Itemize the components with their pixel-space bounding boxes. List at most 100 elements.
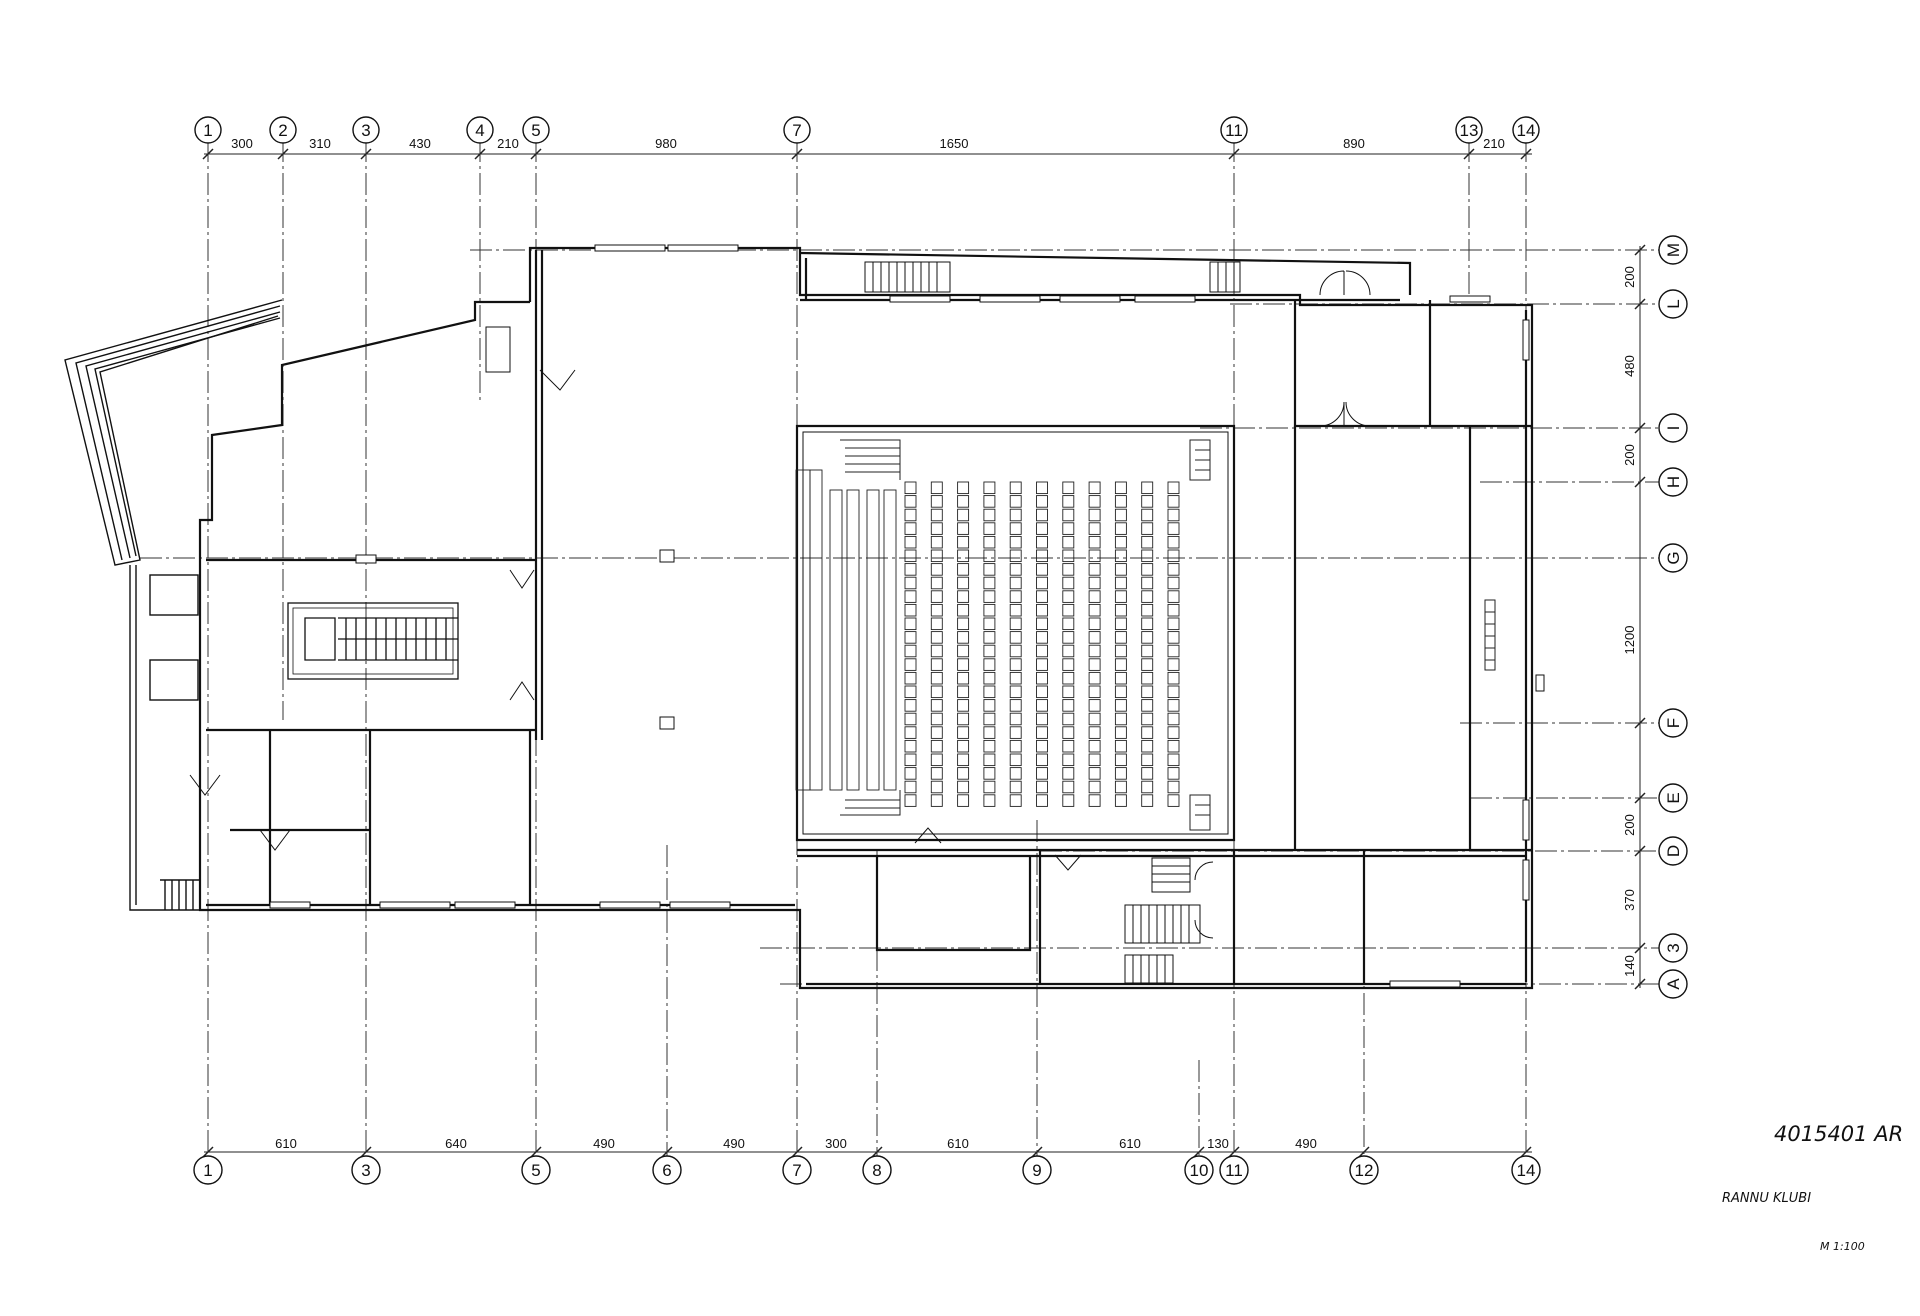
seat [1036, 522, 1048, 535]
grid-bubble-bottom-8: 8 [872, 1161, 881, 1180]
seat [1114, 590, 1127, 603]
seat [1141, 576, 1154, 590]
seat [930, 685, 943, 699]
dim-top-3: 430 [409, 136, 431, 151]
seat [1088, 794, 1101, 807]
seat [1114, 767, 1127, 780]
seat [957, 535, 970, 549]
auditorium-details [840, 439, 1496, 831]
dim-right-4: 1200 [1622, 626, 1637, 655]
seat [930, 794, 943, 807]
seat [1088, 535, 1101, 549]
seat [1167, 726, 1180, 739]
dim-top-5: 980 [655, 136, 677, 151]
seat [1009, 631, 1022, 644]
seat [904, 699, 917, 712]
seat [1088, 590, 1101, 603]
seat [1009, 794, 1022, 807]
seat [1009, 712, 1022, 726]
seat [1167, 712, 1180, 726]
dim-bottom-3: 490 [593, 1136, 615, 1151]
seat [1062, 508, 1075, 522]
seat [1088, 603, 1101, 617]
seat [904, 658, 917, 671]
seat [1062, 794, 1075, 807]
seat [1088, 671, 1101, 685]
grid-bubble-top-7: 7 [792, 121, 801, 140]
dim-bottom-1: 610 [275, 1136, 297, 1151]
seat [1114, 644, 1127, 658]
seat [1062, 753, 1075, 767]
seat [1141, 617, 1154, 631]
windows [269, 244, 1530, 988]
seat [1141, 495, 1154, 508]
seat [1009, 685, 1022, 699]
seat [957, 522, 970, 535]
seat [1062, 535, 1075, 549]
seat [904, 726, 917, 739]
seat [1114, 671, 1127, 685]
seat [1167, 658, 1180, 671]
seat [1114, 549, 1127, 563]
dim-right-7: 140 [1622, 955, 1637, 977]
seat [957, 631, 970, 644]
grid-bubble-bottom-9: 9 [1032, 1161, 1041, 1180]
seat [1009, 726, 1022, 739]
seat [904, 495, 917, 508]
seat [957, 644, 970, 658]
seat [983, 726, 996, 739]
seat [1167, 780, 1180, 794]
grid-bubble-top-13: 13 [1460, 121, 1479, 140]
seat [1167, 535, 1180, 549]
seat [983, 658, 996, 671]
seat [904, 535, 917, 549]
seat [1062, 644, 1075, 658]
dim-bottom-9: 490 [1295, 1136, 1317, 1151]
seat [1088, 495, 1101, 508]
seat [930, 726, 943, 739]
seat [1009, 522, 1022, 535]
seat [983, 617, 996, 631]
dim-bottom-6: 610 [947, 1136, 969, 1151]
seat [1062, 522, 1075, 535]
doors [189, 270, 1371, 939]
seat [1141, 794, 1154, 807]
seat [1141, 549, 1154, 563]
seat [983, 739, 996, 753]
right-dimensions: 200 480 200 1200 200 370 140 [1622, 266, 1637, 977]
seat [930, 495, 943, 508]
seat [930, 603, 943, 617]
seat [957, 658, 970, 671]
seat [1036, 563, 1048, 576]
seat [1167, 522, 1180, 535]
seat [1114, 726, 1127, 739]
seat [983, 590, 996, 603]
grid-bubble-right-M: M [1664, 243, 1683, 257]
seat [957, 726, 970, 739]
seat [983, 603, 996, 617]
grid-bubble-right-L: L [1664, 299, 1683, 308]
seat [1036, 481, 1048, 495]
seat [1167, 685, 1180, 699]
seat [1009, 739, 1022, 753]
seat [1062, 617, 1075, 631]
seat [1167, 590, 1180, 603]
seat [983, 753, 996, 767]
seat [983, 522, 996, 535]
seat [1114, 481, 1127, 495]
seat [957, 481, 970, 495]
grid-bubble-right-G: G [1664, 551, 1683, 564]
seat [1167, 563, 1180, 576]
seat [930, 535, 943, 549]
seat [1036, 753, 1048, 767]
seat [983, 685, 996, 699]
seat [930, 522, 943, 535]
seat [983, 699, 996, 712]
seat [1088, 576, 1101, 590]
seat [930, 617, 943, 631]
seat [1167, 576, 1180, 590]
grid-bubble-bottom-12: 12 [1355, 1161, 1374, 1180]
seat [957, 699, 970, 712]
dim-top-6: 1650 [940, 136, 969, 151]
